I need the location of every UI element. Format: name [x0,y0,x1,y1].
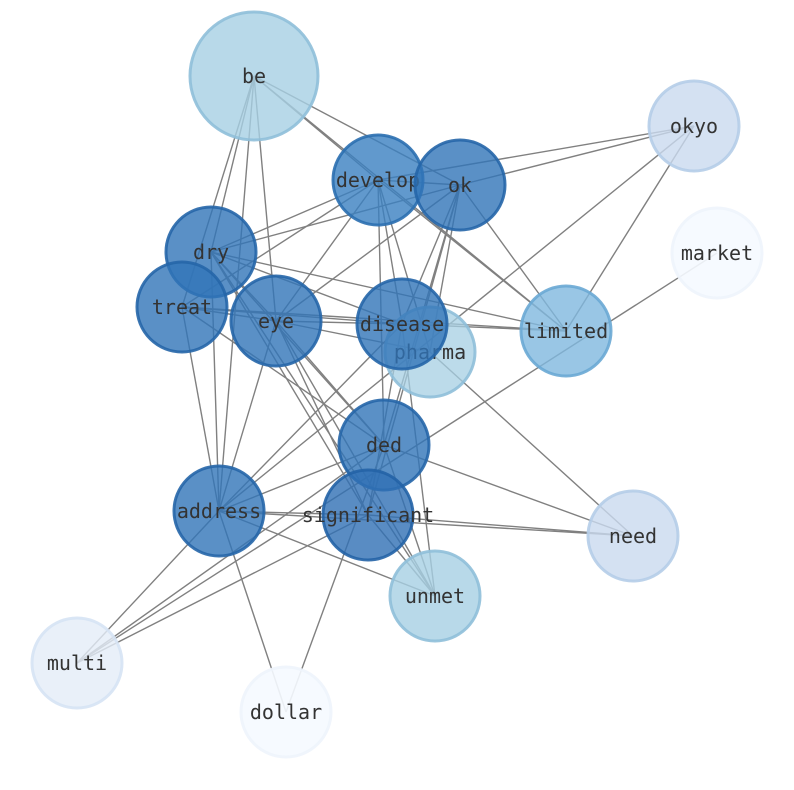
node-okyo[interactable]: okyo [647,79,741,173]
node-label-dollar: dollar [250,700,322,724]
node-circle-address [172,464,266,558]
node-circle-ok [413,138,507,232]
node-label-dry: dry [193,240,229,264]
node-label-be: be [242,64,266,88]
node-circle-multi [30,616,124,710]
node-ded[interactable]: ded [337,398,431,492]
node-unmet[interactable]: unmet [388,549,482,643]
node-label-multi: multi [47,651,107,675]
node-label-market: market [681,241,753,265]
node-eye[interactable]: eye [229,274,323,368]
node-circle-treat [135,260,229,354]
edge-address-need [218,510,634,537]
node-label-limited: limited [524,319,608,343]
edge-significant-multi [76,514,369,664]
node-label-ok: ok [448,173,472,197]
node-circle-eye [229,274,323,368]
node-circle-disease [355,277,449,371]
node-address[interactable]: address [172,464,266,558]
node-treat[interactable]: treat [135,260,229,354]
node-disease[interactable]: disease [355,277,449,371]
node-circle-unmet [388,549,482,643]
node-label-eye: eye [258,309,294,333]
node-label-need: need [609,524,657,548]
node-label-significant: significant [302,503,434,527]
node-market[interactable]: market [670,206,764,300]
node-label-ded: ded [366,433,402,457]
node-multi[interactable]: multi [30,616,124,710]
node-label-develop: develop [336,168,420,192]
node-circle-dollar [239,665,333,759]
node-circle-be [188,10,320,142]
node-limited[interactable]: limited [519,284,613,378]
node-circle-okyo [647,79,741,173]
node-label-okyo: okyo [670,114,718,138]
nodes-layer: beokyomarketlimitedpharmaneedunmetmultid… [30,10,764,759]
node-circle-limited [519,284,613,378]
node-circle-market [670,206,764,300]
node-label-treat: treat [152,295,212,319]
node-need[interactable]: need [586,489,680,583]
node-label-address: address [177,499,261,523]
node-label-unmet: unmet [405,584,465,608]
node-label-disease: disease [360,312,444,336]
node-circle-significant [321,468,415,562]
node-circle-need [586,489,680,583]
node-dollar[interactable]: dollar [239,665,333,759]
node-be[interactable]: be [188,10,320,142]
node-develop[interactable]: develop [331,133,425,227]
node-ok[interactable]: ok [413,138,507,232]
node-significant[interactable]: significant [302,468,434,562]
